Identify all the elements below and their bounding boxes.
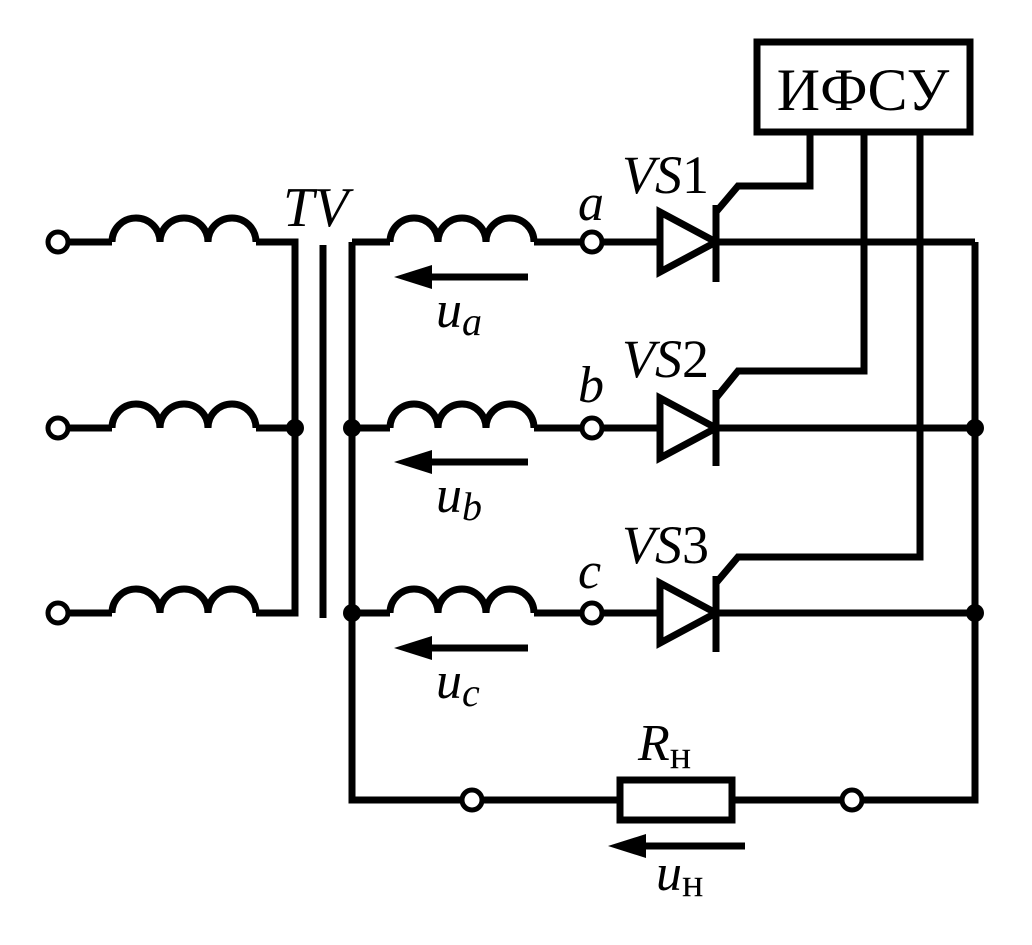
thyristor-label-vs2: VS2 xyxy=(622,329,709,389)
voltage-arrow-b xyxy=(394,450,528,474)
input-terminal-b xyxy=(45,415,71,441)
primary-winding-c xyxy=(68,428,299,617)
thyristor-vs1 xyxy=(602,132,975,282)
node-label-b: b xyxy=(578,357,604,414)
load-terminal-right xyxy=(839,787,865,813)
voltage-label-b: ub xyxy=(436,467,482,529)
node-label-a: a xyxy=(578,175,604,232)
secondary-winding-a xyxy=(352,214,582,246)
control-unit-label: ИФСУ xyxy=(777,57,950,123)
transformer-label: TV xyxy=(283,177,354,239)
load-voltage-arrow xyxy=(608,834,745,858)
control-unit: ИФСУ xyxy=(753,38,974,136)
primary-star-node xyxy=(286,419,304,437)
load-resistor-label: Rн xyxy=(637,715,691,777)
thyristor-vs2 xyxy=(602,132,975,466)
primary-winding-a xyxy=(68,214,299,428)
phase-terminal-c xyxy=(579,600,605,626)
thyristor-vs3 xyxy=(602,132,975,652)
voltage-label-a: ua xyxy=(436,282,482,344)
node-label-c: c xyxy=(578,543,601,600)
voltage-arrow-c xyxy=(394,636,528,660)
voltage-arrow-a xyxy=(394,265,528,289)
load-voltage-label: uн xyxy=(656,845,703,905)
load-terminal-left xyxy=(459,787,485,813)
input-terminal-c xyxy=(45,600,71,626)
phase-terminal-b xyxy=(579,415,605,441)
input-terminal-a xyxy=(45,229,71,255)
secondary-winding-c xyxy=(352,585,582,617)
thyristor-label-vs1: VS1 xyxy=(622,145,709,205)
primary-winding-b xyxy=(68,400,295,432)
phase-terminal-a xyxy=(579,229,605,255)
thyristor-label-vs3: VS3 xyxy=(622,515,709,575)
output-node-c xyxy=(966,604,984,622)
output-node-b xyxy=(966,419,984,437)
voltage-label-c: uc xyxy=(436,653,480,715)
secondary-winding-b xyxy=(352,400,582,432)
load-resistor xyxy=(482,776,842,824)
